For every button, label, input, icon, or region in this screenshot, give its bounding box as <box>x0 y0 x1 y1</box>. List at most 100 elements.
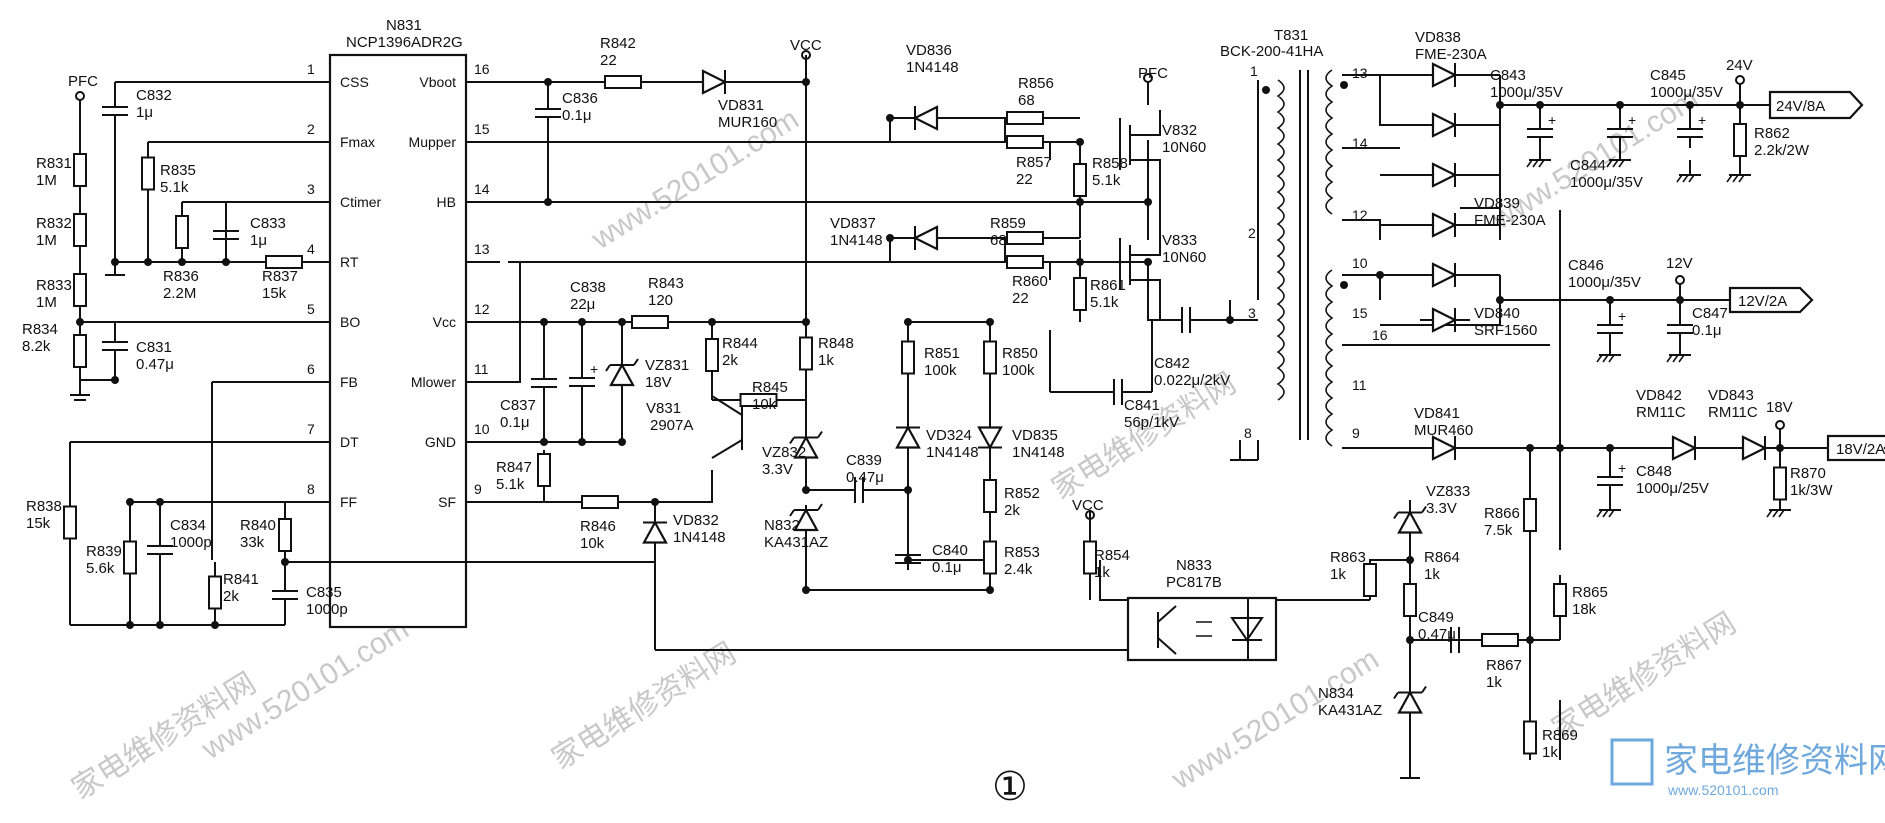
component-value: 15k <box>26 515 51 532</box>
junction-dot <box>904 486 912 494</box>
tag-18v: 18V/2A <box>1836 441 1885 458</box>
junction-dot <box>1406 556 1414 564</box>
v833-part: 10N60 <box>1162 249 1206 266</box>
component-ref: C837 <box>500 397 536 414</box>
ic-pin-number: 7 <box>307 421 315 437</box>
component-ref: VD840 <box>1474 305 1520 322</box>
junction-dot <box>544 198 552 206</box>
site-logo: 家电维修资料网 www.520101.com <box>1610 738 1885 798</box>
component-value: 1k/3W <box>1790 482 1833 499</box>
component-value: 2k <box>722 352 738 369</box>
component-ref: VD324 <box>926 427 972 444</box>
component-value: 2k <box>1004 502 1020 519</box>
component-ref: C842 <box>1154 355 1190 372</box>
watermark-url: www.520101.com <box>1165 642 1384 796</box>
junction-dot <box>222 258 230 266</box>
component-value: MUR160 <box>718 114 777 131</box>
component-value: 1000p <box>170 534 212 551</box>
svg-text:+: + <box>1618 460 1626 476</box>
ic-pin-number: 1 <box>307 61 315 77</box>
ic-pin-number: 13 <box>474 241 490 257</box>
component-value: 1000p <box>306 601 348 618</box>
junction-dot <box>1526 444 1534 452</box>
t831-pin-10: 10 <box>1352 255 1368 271</box>
net-vcc-bottom: VCC <box>1072 497 1104 514</box>
component-value: 1k <box>1094 564 1110 581</box>
component-ref: R838 <box>26 498 62 515</box>
component-value: 15k <box>262 285 287 302</box>
junction-dot <box>1686 101 1694 109</box>
component-ref: R862 <box>1754 125 1790 142</box>
diode-vd838b <box>1420 112 1470 138</box>
junction-dot <box>126 498 134 506</box>
junction-dot <box>1736 101 1744 109</box>
component-ref: VZ831 <box>645 357 689 374</box>
component-ref: R831 <box>36 155 72 172</box>
component-value: 100k <box>924 362 957 379</box>
component-value: 18k <box>1572 601 1597 618</box>
v832-part: 10N60 <box>1162 139 1206 156</box>
junction-dot <box>1376 271 1384 279</box>
n833-body <box>1126 596 1278 662</box>
junction-dot <box>1076 258 1084 266</box>
component-value: 5.1k <box>160 179 189 196</box>
component-ref: N834 <box>1318 685 1354 702</box>
junction-dot <box>904 556 912 564</box>
component-value: 1M <box>36 294 57 311</box>
component-ref: R853 <box>1004 544 1040 561</box>
component-ref: C833 <box>250 215 286 232</box>
ic-ref: N831 <box>386 17 422 34</box>
ic-pin-name: Ctimer <box>340 194 382 210</box>
ic-pin-right: 13 <box>474 241 490 257</box>
component-value: 0.1μ <box>932 559 962 576</box>
watermark-cn: 家电维修资料网 <box>1546 607 1742 746</box>
component-value: 10k <box>580 535 605 552</box>
component-value: 2.4k <box>1004 561 1033 578</box>
ic-part: NCP1396ADR2G <box>346 34 463 51</box>
ic-pin-number: 6 <box>307 361 315 377</box>
junction-dot <box>1536 101 1544 109</box>
tag-18v-box <box>1826 434 1885 462</box>
component-value: 1000μ/35V <box>1568 274 1641 291</box>
junction-dot <box>281 558 289 566</box>
t831-pin-16: 16 <box>1372 327 1388 343</box>
component-ref: C845 <box>1650 67 1686 84</box>
ic-pin-name: FB <box>340 374 358 390</box>
v831-ref: V831 <box>646 400 681 417</box>
component-ref: VD838 <box>1415 29 1461 46</box>
v831-part: 2907A <box>650 417 693 434</box>
n833-ref: N833 <box>1176 557 1212 574</box>
component-value: 1N4148 <box>926 444 979 461</box>
ic-pin-name: Mlower <box>411 374 456 390</box>
t831-pin-12: 12 <box>1352 207 1368 223</box>
t831-pin-15: 15 <box>1352 305 1368 321</box>
transistor-v831: V831 2907A <box>646 395 743 459</box>
junction-dot <box>904 318 912 326</box>
component-ref: R839 <box>86 543 122 560</box>
junction-dot <box>1406 636 1414 644</box>
component-value: 1000μ/25V <box>1636 480 1709 497</box>
ic-pin-number: 10 <box>474 421 490 437</box>
component-ref: R860 <box>1012 273 1048 290</box>
component-value: 5.6k <box>86 560 115 577</box>
